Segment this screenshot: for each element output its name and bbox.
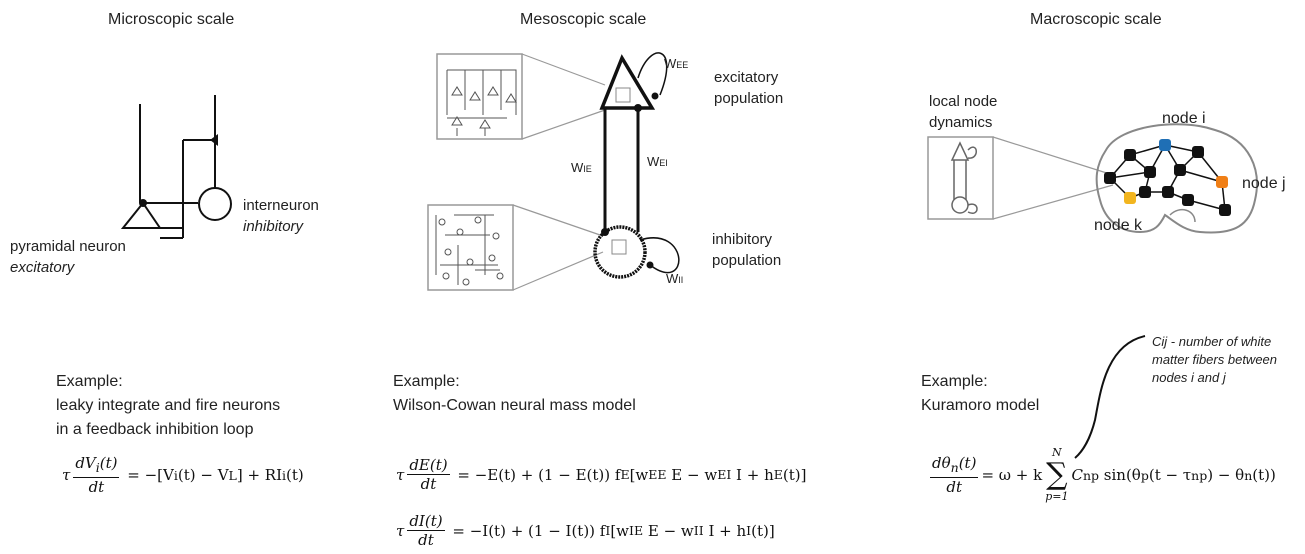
node-i-marker [1159, 139, 1171, 151]
excitatory-population-label-2: population [714, 90, 784, 107]
node-k-label: node k [1094, 217, 1143, 234]
pyramidal-neuron-triangle-icon [120, 201, 162, 229]
excitatory-label: excitatory [10, 259, 75, 276]
macro-example-line-1: Kuramoro model [921, 397, 1040, 414]
annotation-curve [1074, 335, 1146, 459]
title-mesoscopic: Mesoscopic scale [520, 11, 647, 28]
local-node-zoom-box [927, 136, 994, 220]
local-node-label-1: local node [929, 93, 998, 110]
synapse-dot [139, 199, 147, 207]
brain-network-nodes [1104, 139, 1231, 216]
node-i-label: node i [1162, 110, 1206, 127]
macro-example-label: Example: [921, 373, 988, 390]
interneuron-label: interneuron [243, 197, 319, 214]
mini-excitatory-network [446, 69, 517, 136]
microscopic-circuit [120, 95, 232, 239]
meso-example-line-1: Wilson-Cowan neural mass model [393, 397, 636, 414]
weight-ei-label: WEI [647, 154, 668, 169]
node-j-marker [1216, 176, 1228, 188]
weight-ii-label: WII [666, 271, 684, 286]
inhibitory-zoom-box [427, 204, 514, 291]
excitatory-population-icon [599, 54, 656, 110]
inhibitory-population-icon [593, 225, 647, 279]
annotation-line-1: Cij - number of white [1152, 334, 1272, 349]
mini-wilson-cowan-icon [950, 141, 978, 214]
micro-example-label: Example: [56, 373, 123, 390]
node-k-marker [1124, 192, 1136, 204]
inhibitory-population-label-2: population [712, 252, 782, 269]
excitatory-population-label-1: excitatory [714, 69, 779, 86]
synapse-arrow [210, 134, 218, 146]
micro-example-line-1: leaky integrate and fire neurons [56, 397, 281, 414]
node-j-label: node j [1242, 175, 1286, 192]
interneuron-circle-icon [198, 187, 232, 221]
brain-outline-icon [1095, 123, 1258, 234]
inhibitory-label: inhibitory [243, 218, 304, 235]
pyramidal-neuron-label: pyramidal neuron [10, 238, 126, 255]
summation-symbol: N ∑ p=1 [1045, 446, 1069, 503]
excitatory-zoom-box [436, 53, 523, 140]
title-microscopic: Microscopic scale [108, 11, 235, 28]
micro-example-line-2: in a feedback inhibition loop [56, 421, 254, 438]
local-node-label-2: dynamics [929, 114, 993, 131]
weight-ie-label: WIE [571, 160, 592, 175]
title-macroscopic: Macroscopic scale [1030, 11, 1162, 28]
annotation-line-2: matter fibers between [1152, 352, 1278, 367]
meso-example-label: Example: [393, 373, 460, 390]
weight-ee-label: WEE [664, 56, 689, 71]
annotation-line-3: nodes i and j [1152, 370, 1226, 385]
mini-inhibitory-network [435, 214, 504, 286]
inhibitory-population-label-1: inhibitory [712, 231, 773, 248]
